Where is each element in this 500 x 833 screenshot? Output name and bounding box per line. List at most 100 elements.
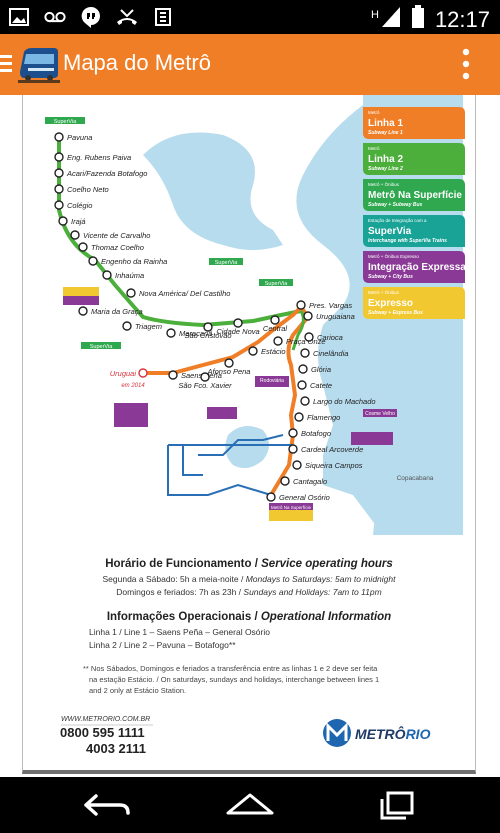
line1-station[interactable]: Siqueira Campos [292, 460, 363, 470]
line1-station[interactable]: Catete [297, 380, 332, 390]
legend-sub: Subway + Express Bus [368, 310, 423, 316]
hours-heading: Horário de Funcionamento / Service opera… [105, 558, 393, 570]
station-label: Nova América/ Del Castilho [139, 289, 230, 298]
station-marker[interactable] [58, 216, 68, 226]
line2-station[interactable]: Eng. Rubens Paiva [54, 152, 131, 162]
line2-station[interactable]: Maria da Graça [78, 306, 143, 316]
station-marker[interactable] [300, 348, 310, 358]
station-marker[interactable] [294, 412, 304, 422]
line1-station[interactable]: Largo do Machado [300, 396, 376, 406]
station-marker[interactable] [224, 358, 234, 368]
line1-station[interactable]: General Osório [266, 492, 330, 502]
line1-station[interactable]: Glória [298, 364, 331, 374]
station-marker[interactable] [203, 322, 213, 332]
line1-station[interactable]: Afonso Pena [207, 358, 251, 376]
line2-station[interactable]: Cidade Nova [216, 318, 260, 336]
line1-station[interactable]: Uruguaiana [303, 311, 355, 321]
legend-title: Linha 2 [368, 154, 403, 165]
line2-station[interactable]: Triagem [122, 321, 162, 331]
line1-station[interactable]: Flamengo [294, 412, 340, 422]
image-icon [8, 6, 30, 28]
line1-station[interactable]: Cinelândia [300, 348, 348, 358]
drawer-menu-icon[interactable] [0, 54, 12, 74]
sao-fco-bus-badge [207, 407, 237, 419]
line1-station[interactable]: Cardeal Arcoverde [288, 444, 363, 454]
station-marker[interactable] [303, 311, 313, 321]
station-marker[interactable] [70, 230, 80, 240]
line2-station[interactable]: Vicente de Carvalho [70, 230, 150, 240]
station-marker[interactable] [102, 270, 112, 280]
station-marker[interactable] [78, 242, 88, 252]
station-marker[interactable] [248, 346, 258, 356]
line2-station[interactable]: Thomaz Coelho [78, 242, 144, 252]
info-line2: Linha 2 / Line 2 – Pavuna – Botafogo** [89, 640, 236, 650]
station-marker[interactable] [168, 370, 178, 380]
coast-water-bottom [328, 445, 463, 535]
station-marker[interactable] [300, 396, 310, 406]
line2-station[interactable]: São Cristóvão [184, 322, 232, 340]
station-marker[interactable] [270, 315, 280, 325]
line2-station[interactable]: Acari/Fazenda Botafogo [54, 168, 147, 178]
station-marker[interactable] [126, 288, 136, 298]
legend-kicker: Metrô [368, 110, 380, 115]
line1-station[interactable]: Praça Onze [273, 336, 326, 346]
station-marker[interactable] [54, 132, 64, 142]
line1-station[interactable]: Cantagalo [280, 476, 327, 486]
line2-station[interactable]: Pavuna [54, 132, 92, 142]
station-marker[interactable] [200, 372, 210, 382]
station-marker[interactable] [292, 460, 302, 470]
line2-station[interactable]: Irajá [58, 216, 86, 226]
legend-swatch [363, 215, 465, 247]
line2-station[interactable]: Inhaúma [102, 270, 144, 280]
line2-station[interactable]: Nova América/ Del Castilho [126, 288, 230, 298]
station-marker[interactable] [288, 428, 298, 438]
line1-station[interactable]: Carioca [304, 332, 343, 342]
station-marker[interactable] [138, 368, 148, 378]
station-label: Engenho da Rainha [101, 257, 167, 266]
station-marker[interactable] [54, 168, 64, 178]
station-marker[interactable] [166, 328, 176, 338]
battery-icon [411, 5, 425, 34]
station-marker[interactable] [88, 256, 98, 266]
line1-station[interactable]: Botafogo [288, 428, 331, 438]
station-marker[interactable] [288, 444, 298, 454]
home-button[interactable] [220, 787, 280, 823]
station-marker[interactable] [280, 476, 290, 486]
line1-station[interactable]: Uruguai [110, 368, 148, 378]
line2-station[interactable]: Maracanã [166, 328, 212, 338]
station-marker[interactable] [304, 332, 314, 342]
line2-station[interactable]: Engenho da Rainha [88, 256, 167, 266]
line2-station[interactable]: Coelho Neto [54, 184, 109, 194]
station-marker[interactable] [233, 318, 243, 328]
station-marker[interactable] [78, 306, 88, 316]
station-marker[interactable] [266, 492, 276, 502]
voicemail-icon [44, 6, 66, 28]
station-marker[interactable] [122, 321, 132, 331]
station-marker[interactable] [54, 184, 64, 194]
line2-station[interactable]: Pres. Vargas [296, 300, 352, 310]
station-marker[interactable] [296, 300, 306, 310]
overflow-menu-icon[interactable] [462, 48, 470, 80]
line2-station[interactable]: Central [263, 315, 288, 333]
station-marker[interactable] [297, 380, 307, 390]
line2-station[interactable]: Colégio [54, 200, 92, 210]
metrorio-m-mark [326, 722, 348, 741]
station-label: Pres. Vargas [309, 301, 352, 310]
station-marker[interactable] [54, 200, 64, 210]
line1-station[interactable]: São Fco. Xavier [178, 372, 232, 390]
supervia-label-central: SuperVia [265, 281, 288, 287]
train-logo-icon[interactable] [16, 44, 60, 86]
station-marker[interactable] [54, 152, 64, 162]
legend-item-3: Estação de Integração com aSuperViaInter… [363, 215, 465, 247]
line1-station[interactable]: Estácio [248, 346, 286, 356]
station-marker[interactable] [273, 336, 283, 346]
station-marker[interactable] [298, 364, 308, 374]
recent-apps-button[interactable] [366, 787, 426, 823]
station-label: Largo do Machado [313, 397, 376, 406]
back-button[interactable] [76, 787, 136, 823]
